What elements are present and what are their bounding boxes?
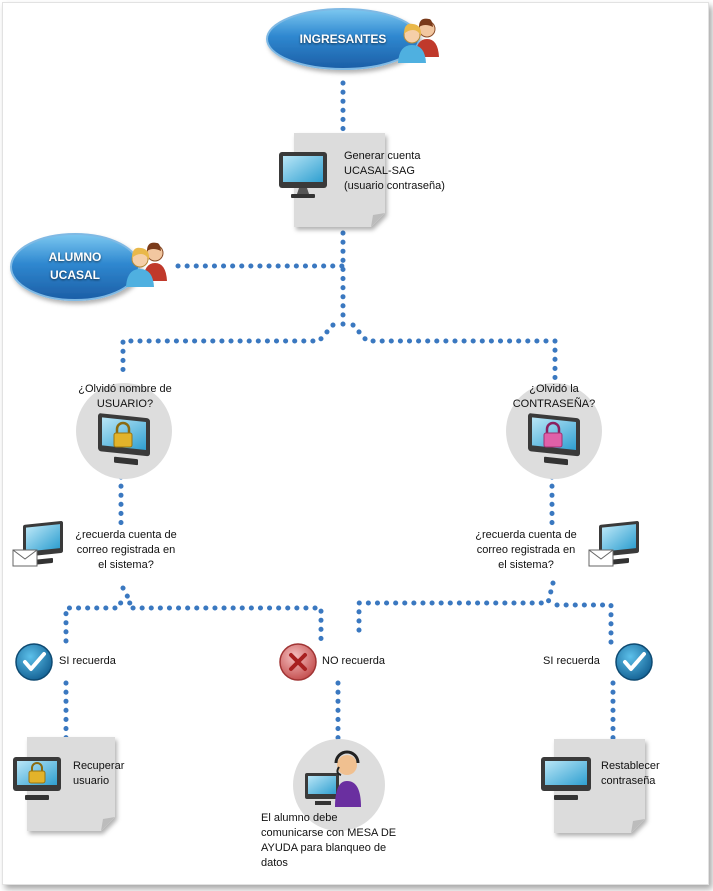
lock-icon (113, 421, 133, 448)
mail-monitor-left (12, 520, 63, 567)
people-icon (126, 242, 167, 287)
restablecer-text: Restablecer contraseña (601, 760, 660, 787)
cross-icon (279, 643, 317, 681)
ingresantes-node (266, 8, 439, 70)
mail-monitor-right (588, 520, 639, 567)
olvido-usuario-question: ¿Olvidó nombre de USUARIO? (78, 383, 172, 410)
no-recuerda-label: NO recuerda (322, 655, 385, 667)
connector-split-right (350, 322, 558, 381)
alumno-text-line2: UCASAL (50, 268, 100, 282)
check-icon (15, 643, 53, 681)
lock-icon (543, 421, 563, 448)
alumno-node (10, 233, 167, 301)
monitor-icon (541, 757, 591, 800)
generar-cuenta-text: Generar cuenta UCASAL-SAG (usuario contr… (344, 150, 445, 192)
monitor-icon (599, 520, 639, 565)
connector-left-branch-no (130, 605, 324, 646)
restablecer-node (541, 739, 645, 833)
lock-icon (28, 762, 46, 784)
connector-left-split (112, 585, 136, 606)
olvido-usuario-node (76, 383, 172, 479)
monitor-icon (279, 152, 327, 198)
recuperar-usuario-text: Recuperar usuario (73, 760, 125, 787)
connector-split-left (120, 322, 336, 381)
recuperar-usuario-node (13, 737, 115, 831)
alumno-text-line1: ALUMNO (48, 250, 102, 264)
people-icon (398, 18, 439, 63)
connector-right-split (356, 580, 556, 638)
connector-left-branch (63, 605, 118, 651)
recuerda-correo-left: ¿recuerda cuenta de correo registrada en… (75, 529, 177, 571)
check-icon (615, 643, 653, 681)
support-agent-icon (305, 750, 361, 807)
mesa-ayuda-node (293, 739, 385, 831)
flowchart-diagram (10, 8, 653, 833)
recuerda-correo-right: ¿recuerda cuenta de correo registrada en… (475, 529, 577, 571)
si-recuerda-right-label: SI recuerda (543, 655, 600, 667)
ingresantes-label: INGRESANTES (277, 30, 409, 48)
olvido-contrasena-question: ¿Olvidó la CONTRASEÑA? (512, 383, 596, 410)
generar-cuenta-node (279, 133, 385, 227)
mesa-ayuda-text: El alumno debe comunicarse con MESA DE A… (261, 812, 397, 869)
mail-icon (588, 549, 614, 567)
connector-lines (63, 80, 616, 746)
alumno-label: ALUMNO UCASAL (15, 248, 135, 284)
ingresantes-text: INGRESANTES (299, 32, 387, 46)
olvido-contrasena-node (506, 383, 602, 479)
mail-icon (12, 549, 38, 567)
connector-right-branch-si (554, 602, 614, 651)
monitor-icon (23, 520, 63, 565)
si-recuerda-left-label: SI recuerda (59, 655, 116, 667)
